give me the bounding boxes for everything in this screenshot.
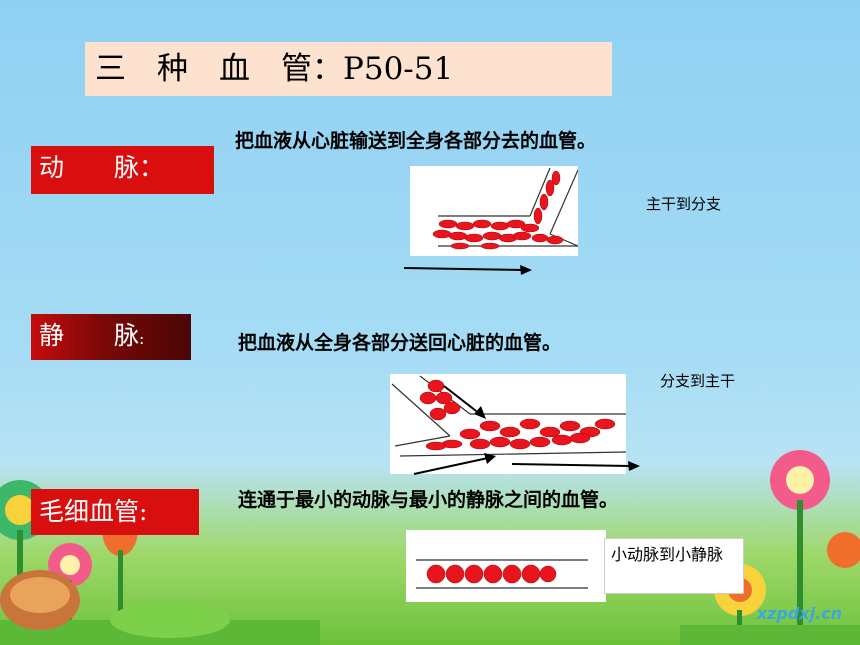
artery-flow-arrow: [403, 265, 532, 275]
vein-description: 把血液从全身各部分送回心脏的血管。: [238, 332, 562, 354]
artery-description: 把血液从心脏输送到全身各部分去的血管。: [235, 130, 597, 152]
vein-label-suffix: :: [139, 329, 145, 348]
capillary-label: 毛细血管:: [31, 489, 199, 535]
watermark: xzpdxj.cn: [756, 604, 842, 623]
vein-diagram: [390, 374, 627, 474]
page-title: 三 种 血 管：P50-51: [85, 42, 612, 96]
flower-decoration-left: [0, 480, 320, 645]
capillary-description: 连通于最小的动脉与最小的静脉之间的血管。: [238, 489, 619, 511]
vein-note: 分支到主干: [660, 372, 736, 390]
vein-label-text: 静 脉: [39, 321, 140, 350]
vein-outflow-arrow: [511, 461, 640, 471]
artery-diagram: [410, 166, 579, 256]
vein-branch-arrow: [443, 385, 486, 419]
vein-inflow-arrow: [413, 453, 496, 475]
capillary-note: 小动脉到小静脉: [604, 538, 744, 594]
artery-note: 主干到分支: [646, 195, 722, 213]
artery-label: 动 脉：: [31, 146, 214, 194]
capillary-diagram: [406, 530, 606, 602]
vein-label: 静 脉:: [31, 314, 191, 360]
